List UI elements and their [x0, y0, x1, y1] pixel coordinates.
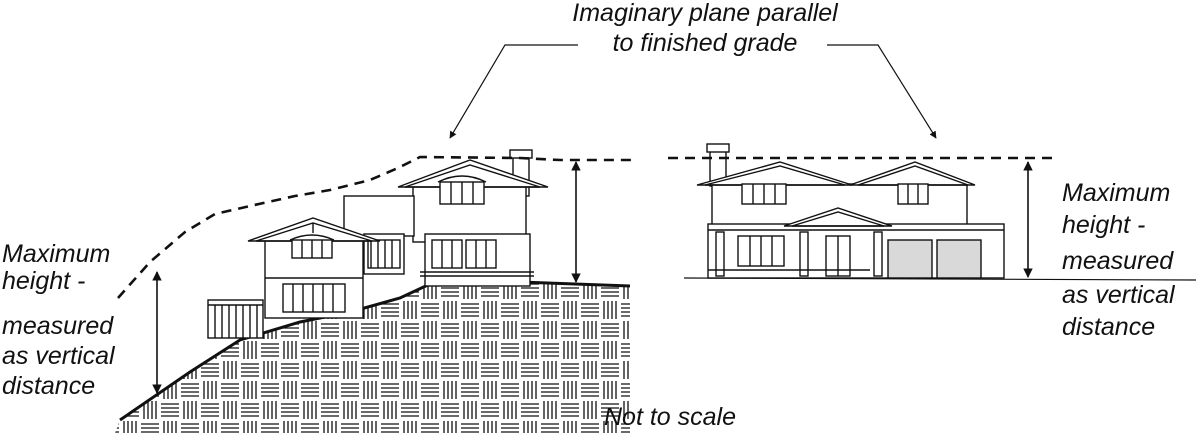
- callout-leader-left: [449, 44, 578, 139]
- callout-top-line1: Imaginary plane parallel: [572, 0, 838, 27]
- callout-leader-right: [827, 44, 937, 139]
- left-label-line2: height -: [2, 267, 86, 295]
- left-label-line5: distance: [2, 372, 96, 400]
- right-label-line3: measured: [1062, 247, 1174, 275]
- left-label-line3: measured: [2, 312, 114, 340]
- hillside-house: [207, 149, 549, 339]
- callout-top-line2: to finished grade: [612, 29, 798, 57]
- fence: [207, 299, 264, 339]
- right-label-line4: as vertical: [1062, 281, 1175, 309]
- right-label-line2: height -: [1062, 211, 1146, 239]
- right-label-line1: Maximum: [1062, 179, 1171, 207]
- flat-lot-house: [696, 143, 1005, 279]
- left-imaginary-plane: [117, 155, 632, 299]
- hillside-soil: [115, 280, 631, 433]
- left-label-line4: as vertical: [2, 342, 115, 370]
- left-label-line1: Maximum: [2, 240, 111, 268]
- not-to-scale-note: Not to scale: [603, 403, 736, 431]
- right-label-line5: distance: [1062, 313, 1156, 341]
